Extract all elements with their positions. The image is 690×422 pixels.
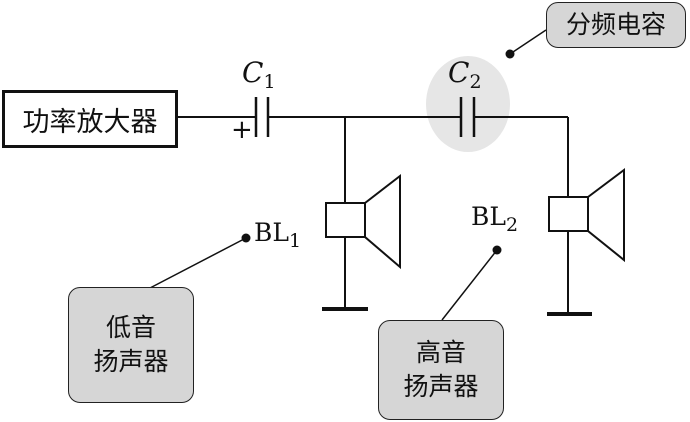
c2-highlight: [426, 56, 510, 152]
capacitor-c1-symbol: [254, 97, 270, 137]
callout-tweeter: 高音 扬声器: [378, 320, 504, 420]
callout-woofer-line1: 低音: [105, 313, 156, 343]
leader-crossover: [509, 29, 547, 55]
speaker-bl1-symbol: [325, 173, 401, 270]
bl2-label: BL2: [471, 202, 518, 236]
c1-polarity: +: [231, 115, 253, 145]
bl2-symbol-text: BL: [471, 202, 506, 231]
dot-tweeter: [492, 245, 502, 255]
wires: [149, 29, 569, 321]
callout-crossover-text: 分频电容: [565, 10, 666, 40]
dot-crossover: [505, 49, 515, 59]
capacitor-c2-symbol: [459, 97, 476, 137]
leader-tweeter: [441, 249, 498, 321]
bl1-label: BL1: [254, 218, 301, 252]
bl1-subscript: 1: [288, 230, 302, 252]
speaker-bl2-symbol: [548, 168, 625, 263]
callout-crossover-capacitor: 分频电容: [546, 2, 686, 48]
amplifier-box: 功率放大器: [2, 90, 178, 148]
c1-symbol-text: C: [242, 56, 264, 89]
callout-tweeter-line1: 高音: [415, 338, 466, 368]
leader-woofer: [149, 237, 247, 289]
callout-woofer: 低音 扬声器: [68, 287, 194, 403]
bl1-symbol-text: BL: [254, 218, 289, 247]
bl2-subscript: 2: [505, 214, 519, 236]
c2-label: C2: [448, 56, 482, 93]
callout-woofer-line2: 扬声器: [93, 347, 169, 376]
callout-tweeter-line2: 扬声器: [403, 372, 479, 401]
c1-label: C1: [242, 56, 276, 93]
amplifier-label: 功率放大器: [22, 106, 158, 138]
c1-subscript: 1: [263, 71, 276, 93]
c2-subscript: 2: [469, 71, 482, 93]
dot-woofer: [241, 233, 251, 243]
c2-symbol-text: C: [448, 56, 470, 89]
